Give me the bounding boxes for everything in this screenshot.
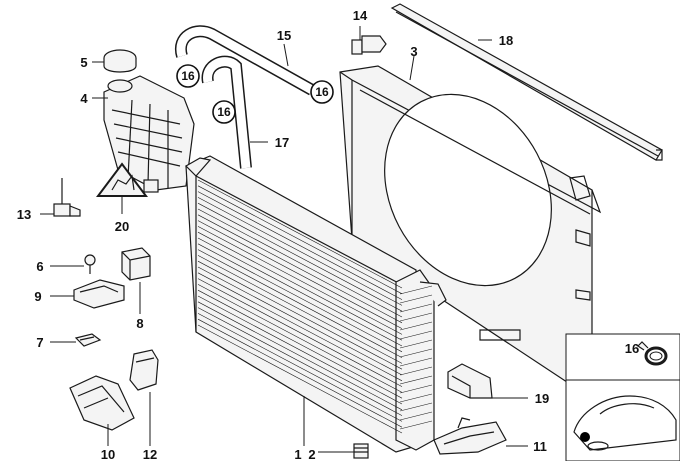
part-6-screw (84, 254, 96, 274)
part-13-sensor (53, 178, 81, 217)
radiator-fin (197, 231, 403, 341)
radiator-fin (197, 243, 403, 353)
hose-clamp-callout-a (176, 64, 200, 88)
callout-11: 11 (533, 439, 547, 454)
radiator-fin (197, 278, 403, 387)
radiator-fin (197, 197, 403, 306)
callout-15: 15 (277, 28, 291, 43)
radiator-fin (197, 313, 403, 422)
radiator-fin (197, 208, 403, 318)
radiator-tank-rib (399, 303, 433, 313)
callout-12: 12 (143, 447, 157, 461)
callout-10: 10 (101, 447, 115, 461)
radiator-fin (197, 255, 403, 364)
part-4-expansion-tank (103, 75, 195, 193)
callout-16-c: 16 (315, 85, 329, 99)
radiator-tank-rib (399, 411, 433, 421)
radiator-tank-rib (399, 375, 433, 385)
radiator-fin (197, 220, 403, 329)
part-19-bracket (447, 363, 493, 399)
callout-17: 17 (275, 135, 289, 150)
callout-7: 7 (36, 335, 43, 350)
part-9-bracket (73, 279, 125, 309)
radiator-fin (197, 260, 403, 370)
radiator-tank-ribs (399, 285, 433, 430)
hose-clamp-callout-c (310, 80, 334, 104)
part-12-mount (129, 349, 159, 391)
radiator-fin (197, 301, 403, 411)
radiator-tank-rib (399, 321, 433, 331)
callout-16-b: 16 (217, 105, 231, 119)
radiator-fin (197, 249, 403, 358)
part-3-fan-shroud (339, 65, 602, 389)
callout-16-inset: 16 (625, 341, 639, 356)
callout-20: 20 (115, 219, 129, 234)
radiator-tank-rib (399, 384, 433, 394)
callout-14: 14 (353, 8, 368, 23)
radiator-fin (197, 295, 403, 405)
callout-18: 18 (499, 33, 513, 48)
radiator-fin (197, 237, 403, 347)
radiator-tank-rib (399, 402, 433, 412)
radiator-fin (197, 202, 403, 312)
radiator-fin (197, 318, 403, 428)
callout-4: 4 (80, 91, 88, 106)
hose-clamp-icon (637, 341, 668, 366)
radiator-tank-rib (399, 420, 433, 430)
radiator-fins (197, 179, 403, 434)
part-8-rubber-mount (121, 247, 151, 281)
radiator-fin (197, 191, 403, 300)
callout-2: 2 (308, 447, 315, 461)
callout-1: 1 (294, 447, 301, 461)
part-7-clip-nut (74, 333, 102, 347)
radiator-fin (197, 179, 403, 289)
radiator-tank-rib (399, 330, 433, 340)
car-silhouette-icon (573, 395, 677, 451)
callout-16-a: 16 (181, 69, 195, 83)
callout-19: 19 (535, 391, 549, 406)
radiator-tank-rib (399, 357, 433, 367)
callout-13: 13 (17, 207, 31, 222)
part-18-seal-strip (390, 3, 663, 161)
hose-clamp-callout-b (212, 100, 236, 124)
part-2-drain-plug (353, 443, 369, 459)
radiator-tank-rib (399, 294, 433, 304)
callout-3: 3 (410, 44, 417, 59)
radiator-fin (197, 324, 403, 434)
radiator-fin (197, 266, 403, 376)
radiator-fin (197, 284, 403, 393)
part-14-rivet (351, 26, 387, 55)
radiator-fin (197, 289, 403, 399)
callout-8: 8 (136, 316, 143, 331)
radiator-tank-rib (399, 339, 433, 349)
radiator-tank-rib (399, 393, 433, 403)
callout-6: 6 (36, 259, 43, 274)
radiator-tank-rib (399, 366, 433, 376)
callout-9: 9 (34, 289, 41, 304)
radiator-fin (197, 307, 403, 416)
radiator-fin (197, 272, 403, 382)
callout-5: 5 (80, 55, 87, 70)
radiator-tank-rib (399, 285, 433, 295)
part-11-air-guide (433, 417, 507, 455)
radiator-fin (197, 226, 403, 335)
part-5-cap (103, 49, 137, 73)
part-10-air-duct (69, 375, 135, 431)
radiator-tank-rib (399, 312, 433, 322)
part-17-hose (201, 55, 252, 169)
radiator-fin (197, 185, 403, 295)
radiator-fin (197, 214, 403, 324)
part-15-hose (174, 25, 315, 96)
radiator-tank-rib (399, 348, 433, 358)
